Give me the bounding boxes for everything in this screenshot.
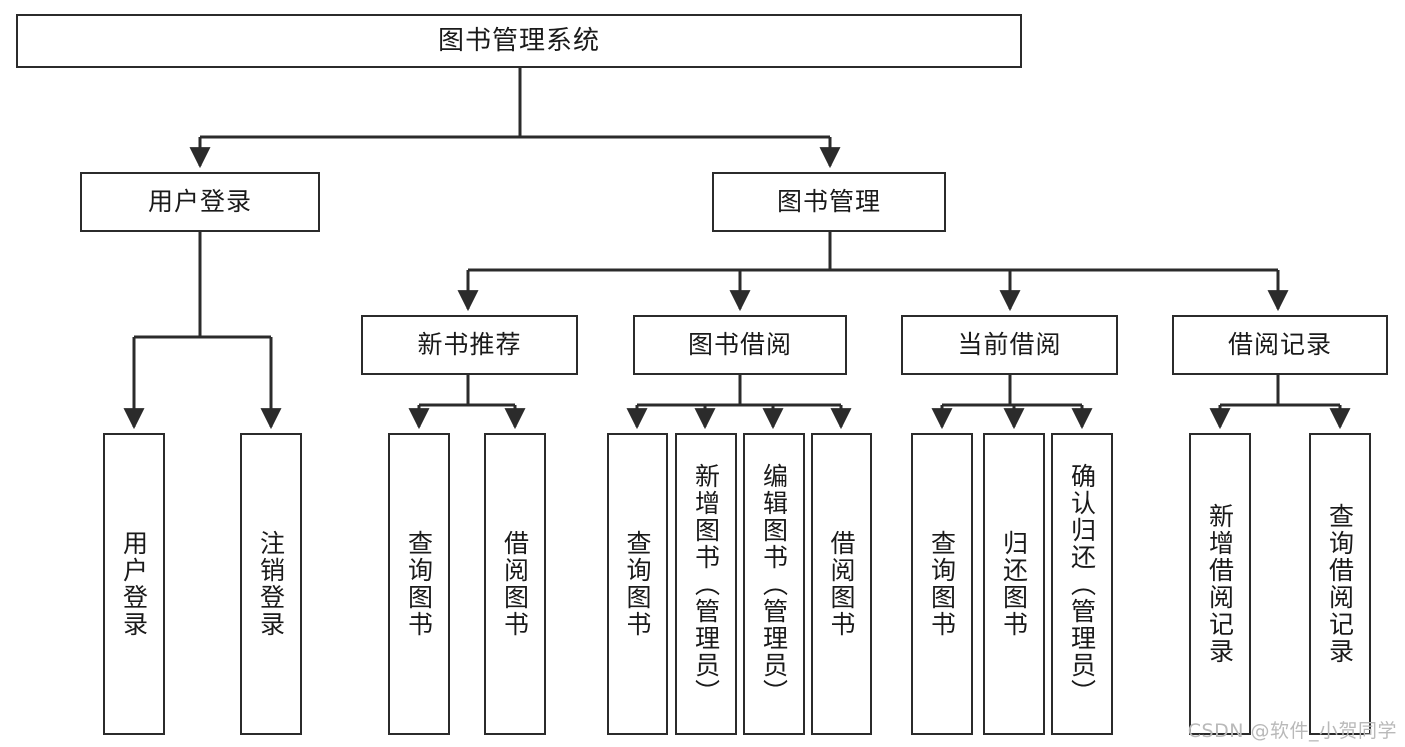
node-leaf-borrow-book-2-label: 借阅图书 <box>827 530 856 638</box>
node-leaf-edit-book-label: 编辑图书（管理员） <box>759 462 789 706</box>
node-current-borrow-label: 当前借阅 <box>957 330 1062 360</box>
node-leaf-borrow-book-1[interactable]: 借阅图书 <box>484 433 546 735</box>
node-borrow-record[interactable]: 借阅记录 <box>1172 315 1388 375</box>
node-new-book-recommend[interactable]: 新书推荐 <box>361 315 578 375</box>
node-leaf-query-book-3-label: 查询图书 <box>927 530 957 638</box>
node-leaf-logout[interactable]: 注销登录 <box>240 433 302 735</box>
node-leaf-return-book-label: 归还图书 <box>999 530 1029 638</box>
node-leaf-query-book-3[interactable]: 查询图书 <box>911 433 973 735</box>
node-root-label: 图书管理系统 <box>437 25 600 56</box>
node-current-borrow[interactable]: 当前借阅 <box>901 315 1118 375</box>
node-book-manage-label: 图书管理 <box>776 187 881 217</box>
node-book-borrow-label: 图书借阅 <box>687 330 792 360</box>
node-leaf-user-login[interactable]: 用户登录 <box>103 433 165 735</box>
node-book-manage[interactable]: 图书管理 <box>712 172 946 232</box>
node-user-login-label: 用户登录 <box>147 187 252 217</box>
node-leaf-logout-label: 注销登录 <box>256 530 286 638</box>
node-leaf-add-book[interactable]: 新增图书（管理员） <box>675 433 737 735</box>
node-leaf-user-login-label: 用户登录 <box>119 530 149 638</box>
node-leaf-query-book-1[interactable]: 查询图书 <box>388 433 450 735</box>
node-user-login[interactable]: 用户登录 <box>80 172 320 232</box>
node-leaf-query-record-label: 查询借阅记录 <box>1325 503 1355 665</box>
node-leaf-borrow-book-1-label: 借阅图书 <box>500 530 530 638</box>
node-leaf-query-book-2-label: 查询图书 <box>623 530 652 638</box>
node-leaf-add-record[interactable]: 新增借阅记录 <box>1189 433 1251 735</box>
node-leaf-add-book-label: 新增图书（管理员） <box>691 462 721 706</box>
node-leaf-confirm-return[interactable]: 确认归还（管理员） <box>1051 433 1113 735</box>
node-book-borrow[interactable]: 图书借阅 <box>633 315 847 375</box>
node-root[interactable]: 图书管理系统 <box>16 14 1022 68</box>
node-leaf-add-record-label: 新增借阅记录 <box>1205 503 1235 665</box>
node-leaf-query-book-1-label: 查询图书 <box>404 530 434 638</box>
node-leaf-confirm-return-label: 确认归还（管理员） <box>1067 462 1097 706</box>
node-borrow-record-label: 借阅记录 <box>1227 330 1332 360</box>
node-leaf-borrow-book-2[interactable]: 借阅图书 <box>811 433 872 735</box>
node-leaf-query-book-2[interactable]: 查询图书 <box>607 433 668 735</box>
node-new-book-recommend-label: 新书推荐 <box>417 330 522 360</box>
watermark: CSDN @软件_小贺同学 <box>1187 720 1397 742</box>
node-leaf-edit-book[interactable]: 编辑图书（管理员） <box>743 433 805 735</box>
node-leaf-return-book[interactable]: 归还图书 <box>983 433 1045 735</box>
node-leaf-query-record[interactable]: 查询借阅记录 <box>1309 433 1371 735</box>
